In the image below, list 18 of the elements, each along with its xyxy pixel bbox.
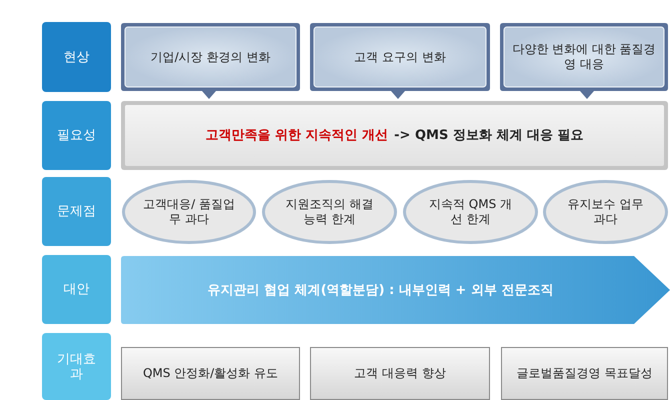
box-text: 고객만족을 위한 지속적인 개선 — [206, 128, 388, 143]
box-text: 유지보수 업무 과다 — [566, 197, 644, 227]
row-heading: 문제점 — [42, 177, 111, 246]
box-text: 다양한 변화에 대한 품질경영 대응 — [512, 42, 656, 72]
box-text: 유지관리 협업 체계(역할분담) : 내부인력 + 외부 전문조직 — [208, 282, 554, 298]
box-text: 지원조직의 해결능력 한계 — [284, 197, 374, 227]
box-text: QMS 안정화/활성화 유도 — [142, 366, 278, 381]
row-heading: 기대효과 — [42, 333, 111, 400]
box-text: 기업/시장 환경의 변화 — [150, 50, 270, 64]
box-text: 고객 요구의 변화 — [354, 50, 446, 64]
row-heading: 대안 — [42, 255, 111, 324]
box-text: 지속적 QMS 개선 한계 — [428, 197, 514, 227]
box-text: 글로벌품질경영 목표달성 — [516, 366, 652, 381]
row-heading: 필요성 — [42, 101, 111, 170]
box-text: -> QMS 정보화 체계 대응 필요 — [394, 128, 584, 143]
box-text: 고객대응/ 품질업무 과다 — [142, 197, 236, 227]
box-text: 고객 대응력 향상 — [354, 366, 446, 381]
row-heading: 현상 — [42, 22, 111, 92]
